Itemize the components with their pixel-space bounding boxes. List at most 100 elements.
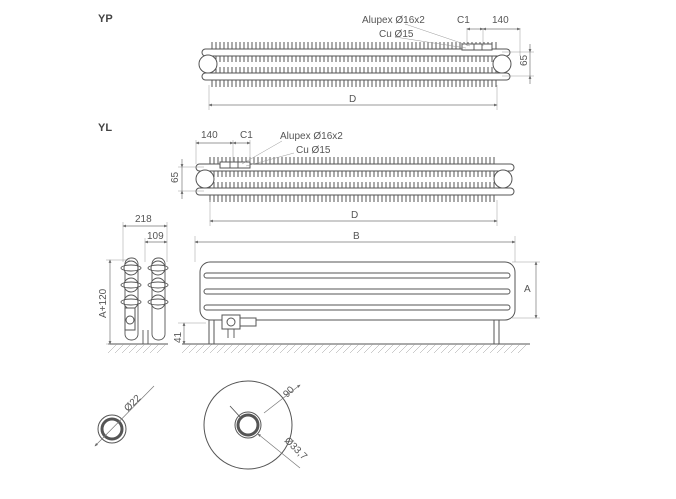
floor-hatch-line bbox=[216, 343, 227, 354]
floor-hatch-line bbox=[356, 343, 367, 354]
floor-hatch-line bbox=[223, 343, 234, 354]
yl-c1-label: C1 bbox=[240, 130, 253, 141]
floor-hatch-line bbox=[107, 343, 118, 354]
floor-hatch-line bbox=[335, 343, 346, 354]
yp-label: YP bbox=[98, 13, 113, 25]
side-218-label: 218 bbox=[135, 214, 152, 225]
yl-65-label: 65 bbox=[170, 171, 181, 183]
floor-hatch-line bbox=[314, 343, 325, 354]
yp-top-view: YP Alupex Ø16x2 Cu Ø15 C1 140 65 bbox=[98, 13, 534, 110]
floor-hatch-line bbox=[454, 343, 465, 354]
yl-alupex-label: Alupex Ø16x2 bbox=[280, 131, 343, 142]
front-right-foot bbox=[493, 319, 500, 345]
floor-hatch-line bbox=[363, 343, 374, 354]
floor-hatch-line bbox=[258, 343, 269, 354]
yp-upper-tube bbox=[201, 48, 511, 57]
yl-label: YL bbox=[98, 122, 112, 134]
floor-hatch-line bbox=[377, 343, 388, 354]
yp-radiator bbox=[198, 42, 512, 87]
floor-hatch-line bbox=[307, 343, 318, 354]
floor-hatch-line bbox=[349, 343, 360, 354]
floor-hatch-line bbox=[121, 343, 132, 354]
floor-hatch-line bbox=[398, 343, 409, 354]
side-floor-hatch bbox=[107, 343, 167, 354]
floor-hatch-line bbox=[517, 343, 528, 354]
floor-hatch-line bbox=[279, 343, 290, 354]
yl-upper-tube bbox=[195, 163, 515, 172]
side-109-label: 109 bbox=[147, 231, 164, 242]
floor-hatch-line bbox=[300, 343, 311, 354]
floor-hatch-line bbox=[244, 343, 255, 354]
yl-valve bbox=[219, 161, 251, 169]
front-radiator bbox=[199, 261, 516, 345]
floor-hatch-line bbox=[265, 343, 276, 354]
yp-65-label: 65 bbox=[519, 54, 530, 66]
floor-hatch-line bbox=[475, 343, 486, 354]
yl-radiator bbox=[195, 157, 515, 202]
floor-hatch-line bbox=[328, 343, 339, 354]
yl-top-view: YL 140 C1 Alupex Ø16x2 Cu Ø15 65 bbox=[98, 122, 515, 226]
floor-hatch-line bbox=[426, 343, 437, 354]
tube-section: Ø22 bbox=[94, 385, 155, 447]
floor-hatch-line bbox=[209, 343, 220, 354]
floor-hatch-line bbox=[156, 343, 167, 354]
floor-hatch-line bbox=[419, 343, 430, 354]
front-b-label: B bbox=[353, 231, 360, 242]
floor-hatch-line bbox=[135, 343, 146, 354]
side-tubes bbox=[120, 257, 169, 344]
floor-hatch-line bbox=[286, 343, 297, 354]
floor-hatch-line bbox=[237, 343, 248, 354]
floor-hatch-line bbox=[251, 343, 262, 354]
front-floor-hatch bbox=[181, 343, 528, 354]
front-left-foot bbox=[208, 319, 215, 345]
floor-hatch-line bbox=[412, 343, 423, 354]
yp-140-label: 140 bbox=[492, 15, 509, 26]
floor-hatch-line bbox=[510, 343, 521, 354]
tube-d22-label: Ø22 bbox=[122, 393, 143, 414]
yl-140-label: 140 bbox=[201, 130, 218, 141]
floor-hatch-line bbox=[272, 343, 283, 354]
floor-hatch-line bbox=[461, 343, 472, 354]
yp-alupex-label: Alupex Ø16x2 bbox=[362, 15, 425, 26]
yl-left-bend bbox=[195, 169, 215, 189]
yp-lower-tube bbox=[201, 72, 511, 81]
yp-cu-label: Cu Ø15 bbox=[379, 29, 414, 40]
floor-hatch-line bbox=[195, 343, 206, 354]
floor-hatch-line bbox=[433, 343, 444, 354]
yl-d-label: D bbox=[351, 210, 358, 221]
floor-hatch-line bbox=[321, 343, 332, 354]
floor-hatch-line bbox=[149, 343, 160, 354]
floor-hatch-line bbox=[384, 343, 395, 354]
floor-hatch-line bbox=[142, 343, 153, 354]
floor-hatch-line bbox=[230, 343, 241, 354]
floor-hatch-line bbox=[391, 343, 402, 354]
yl-right-bend bbox=[493, 169, 513, 189]
front-a-label: A bbox=[524, 284, 531, 295]
rosette-section: 90 Ø33,7 bbox=[203, 380, 309, 470]
yp-c1-label: C1 bbox=[457, 15, 470, 26]
floor-hatch-line bbox=[482, 343, 493, 354]
floor-hatch-line bbox=[489, 343, 500, 354]
rosette-d337-label: Ø33,7 bbox=[282, 435, 309, 462]
front-view: 41 B A bbox=[173, 231, 540, 354]
floor-hatch-line bbox=[114, 343, 125, 354]
yl-cu-label: Cu Ø15 bbox=[296, 145, 331, 156]
floor-hatch-line bbox=[181, 343, 192, 354]
floor-hatch-line bbox=[128, 343, 139, 354]
floor-hatch-line bbox=[202, 343, 213, 354]
yp-right-bend bbox=[492, 54, 512, 74]
floor-hatch-line bbox=[293, 343, 304, 354]
floor-hatch-line bbox=[447, 343, 458, 354]
floor-hatch-line bbox=[503, 343, 514, 354]
floor-hatch-line bbox=[370, 343, 381, 354]
floor-hatch-line bbox=[342, 343, 353, 354]
floor-hatch-line bbox=[405, 343, 416, 354]
side-a120-label: A+120 bbox=[98, 288, 109, 318]
floor-hatch-line bbox=[496, 343, 507, 354]
yl-lower-tube bbox=[195, 187, 515, 196]
side-41-label: 41 bbox=[173, 331, 184, 343]
floor-hatch-line bbox=[188, 343, 199, 354]
floor-hatch-line bbox=[440, 343, 451, 354]
yp-d-label: D bbox=[349, 94, 356, 105]
